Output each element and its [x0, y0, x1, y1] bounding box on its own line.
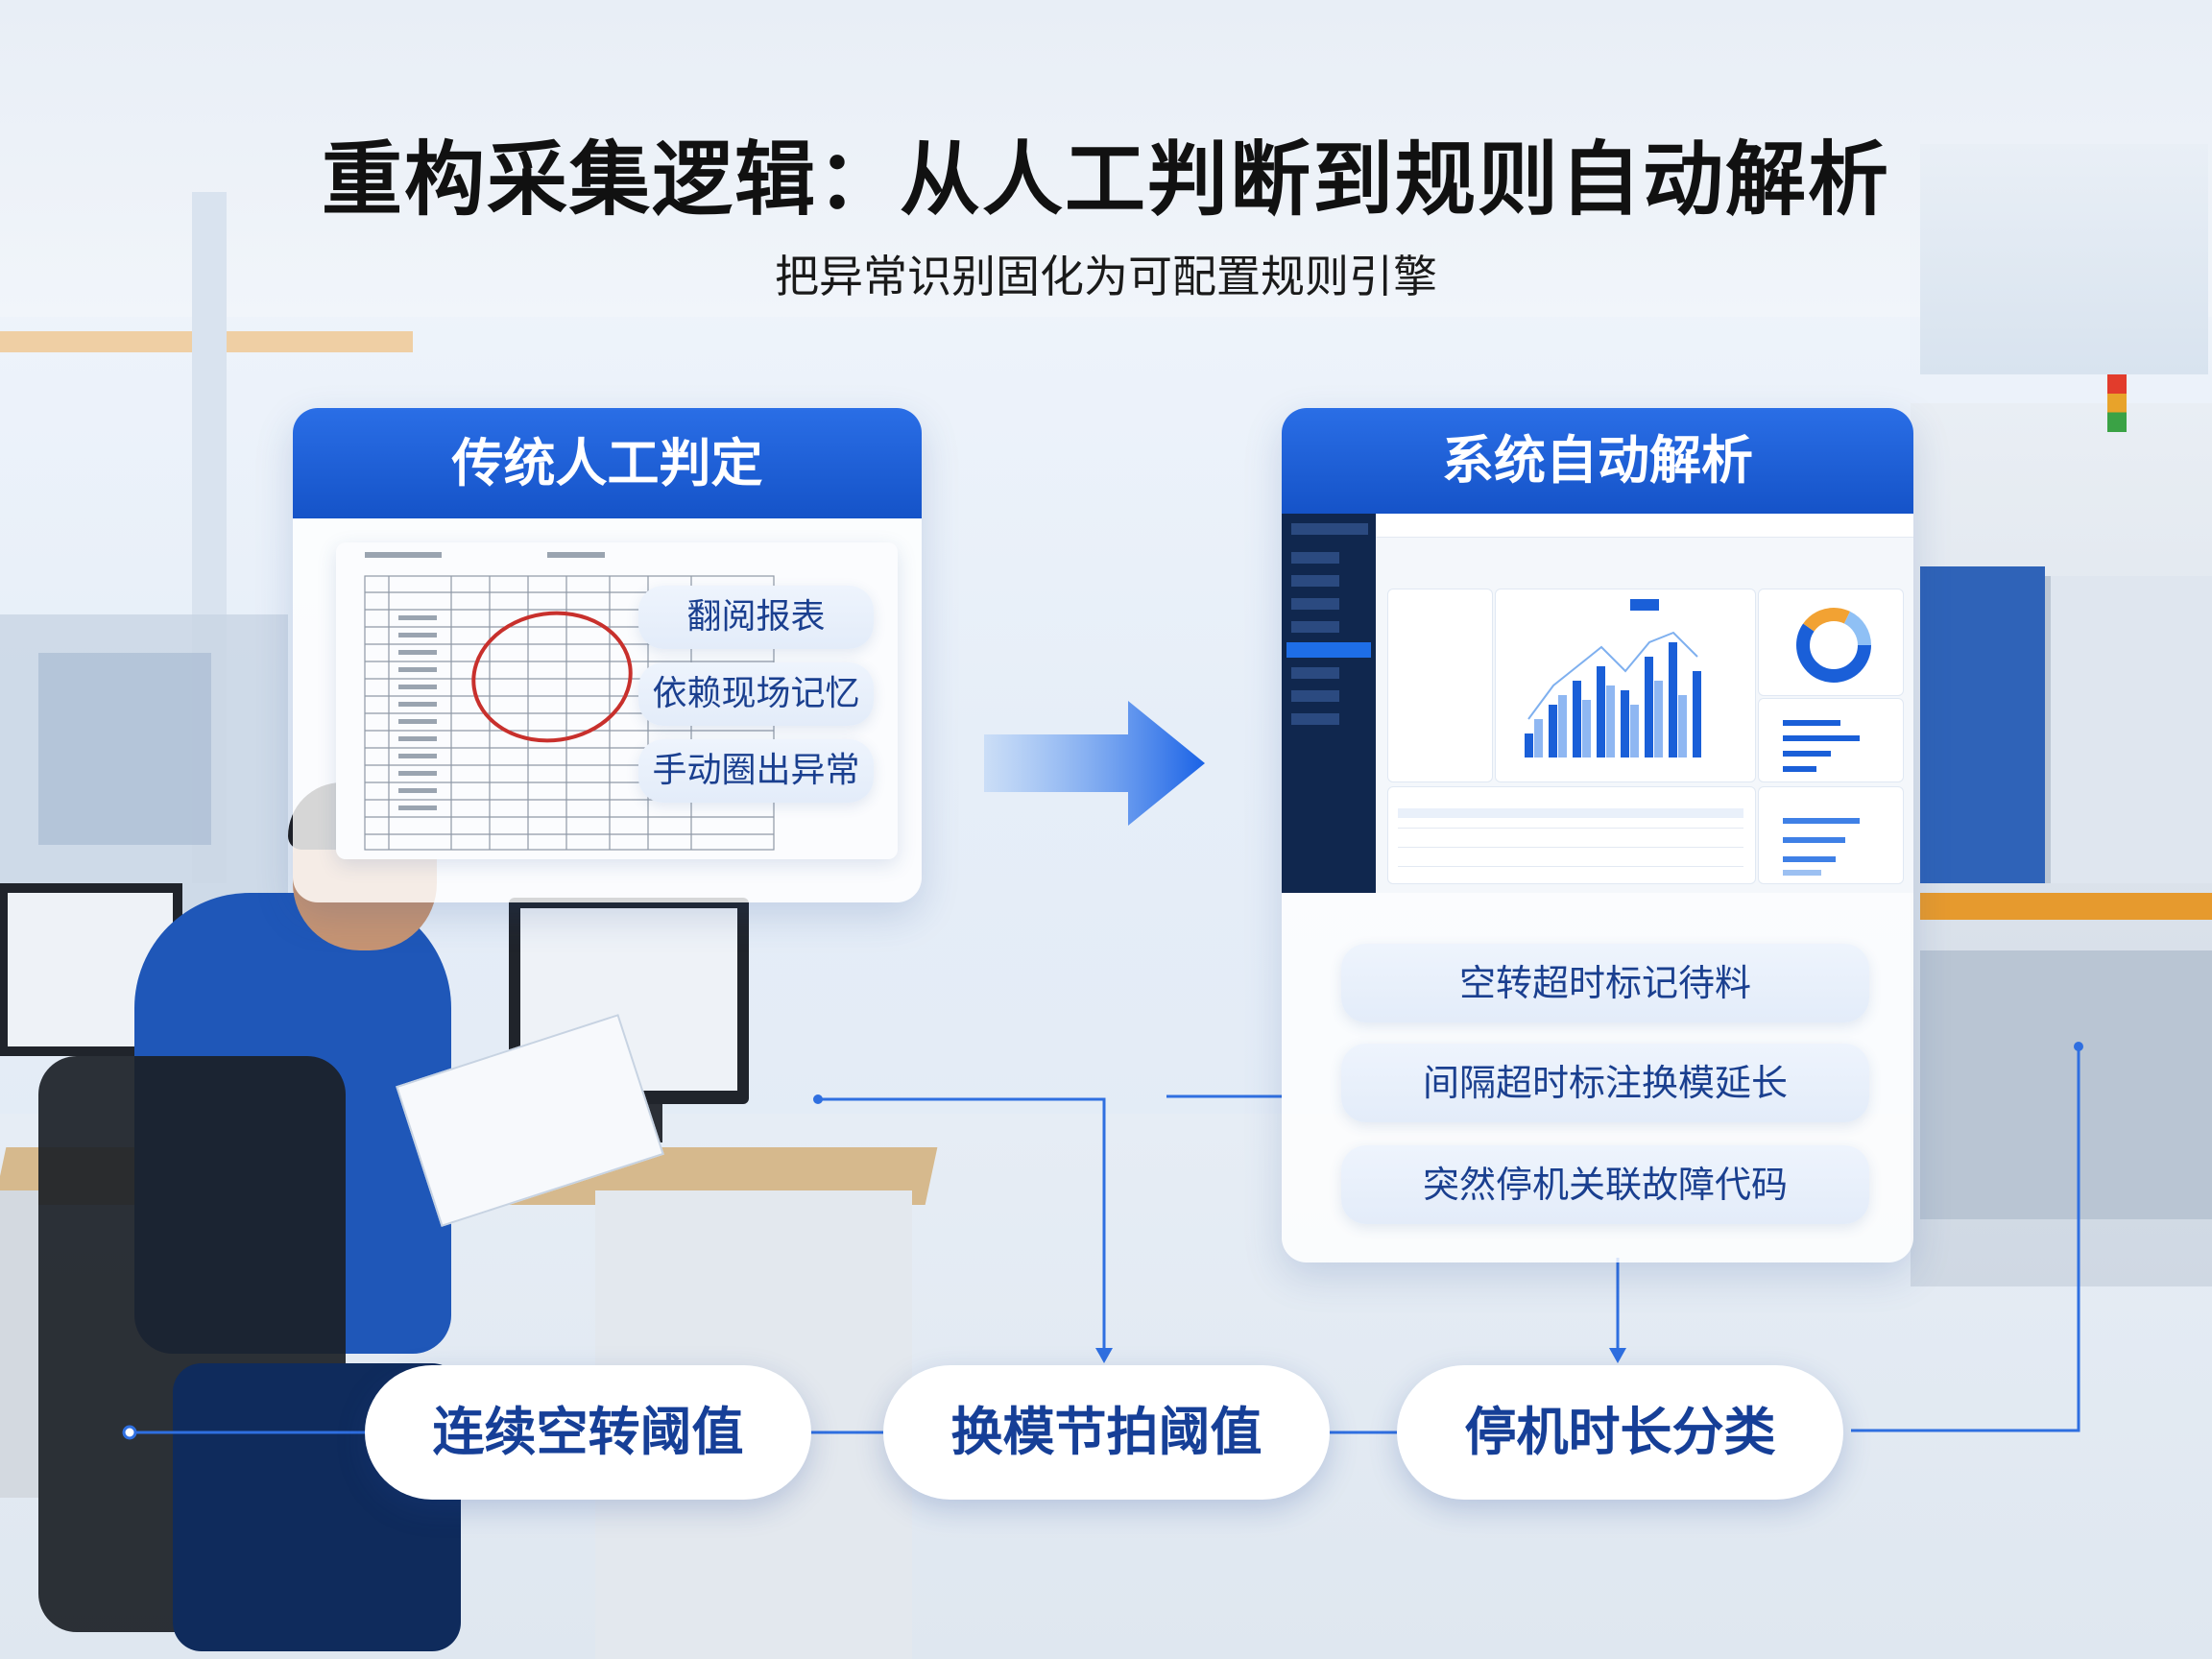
hbar-card: [1758, 698, 1904, 782]
manual-item-2: 依赖现场记忆: [638, 662, 874, 726]
table-card: [1387, 786, 1756, 884]
rule-item-2: 间隔超时标注换模延长: [1341, 1044, 1869, 1122]
auto-parse-panel: 系统自动解析: [1282, 408, 1913, 1262]
manual-judgement-panel: 传统人工判定: [293, 408, 922, 902]
red-circle-mark: [471, 611, 633, 743]
hbar-card-2: [1758, 786, 1904, 884]
manual-item-3: 手动圈出异常: [638, 739, 874, 803]
manual-item-1: 翻阅报表: [638, 586, 874, 649]
page-title: 重构采集逻辑：从人工判断到规则自动解析: [321, 132, 1890, 227]
bar-chart-card: [1495, 589, 1756, 782]
rule-item-3: 突然停机关联故障代码: [1341, 1145, 1869, 1224]
transition-arrow: [984, 701, 1205, 826]
page-subtitle: 把异常识别固化为可配置规则引擎: [775, 251, 1437, 302]
node-downtime-classification: 停机时长分类: [1397, 1365, 1843, 1500]
dashboard-sidebar: [1282, 514, 1376, 893]
node-die-change-threshold: 换模节拍阈值: [883, 1365, 1330, 1500]
node-idle-threshold: 连续空转阈值: [365, 1365, 811, 1500]
auto-panel-header: 系统自动解析: [1282, 408, 1913, 514]
dashboard-screenshot: [1282, 514, 1913, 893]
manual-panel-header: 传统人工判定: [293, 408, 922, 518]
rule-item-1: 空转超时标记待料: [1341, 944, 1869, 1022]
donut-card: [1758, 589, 1904, 696]
